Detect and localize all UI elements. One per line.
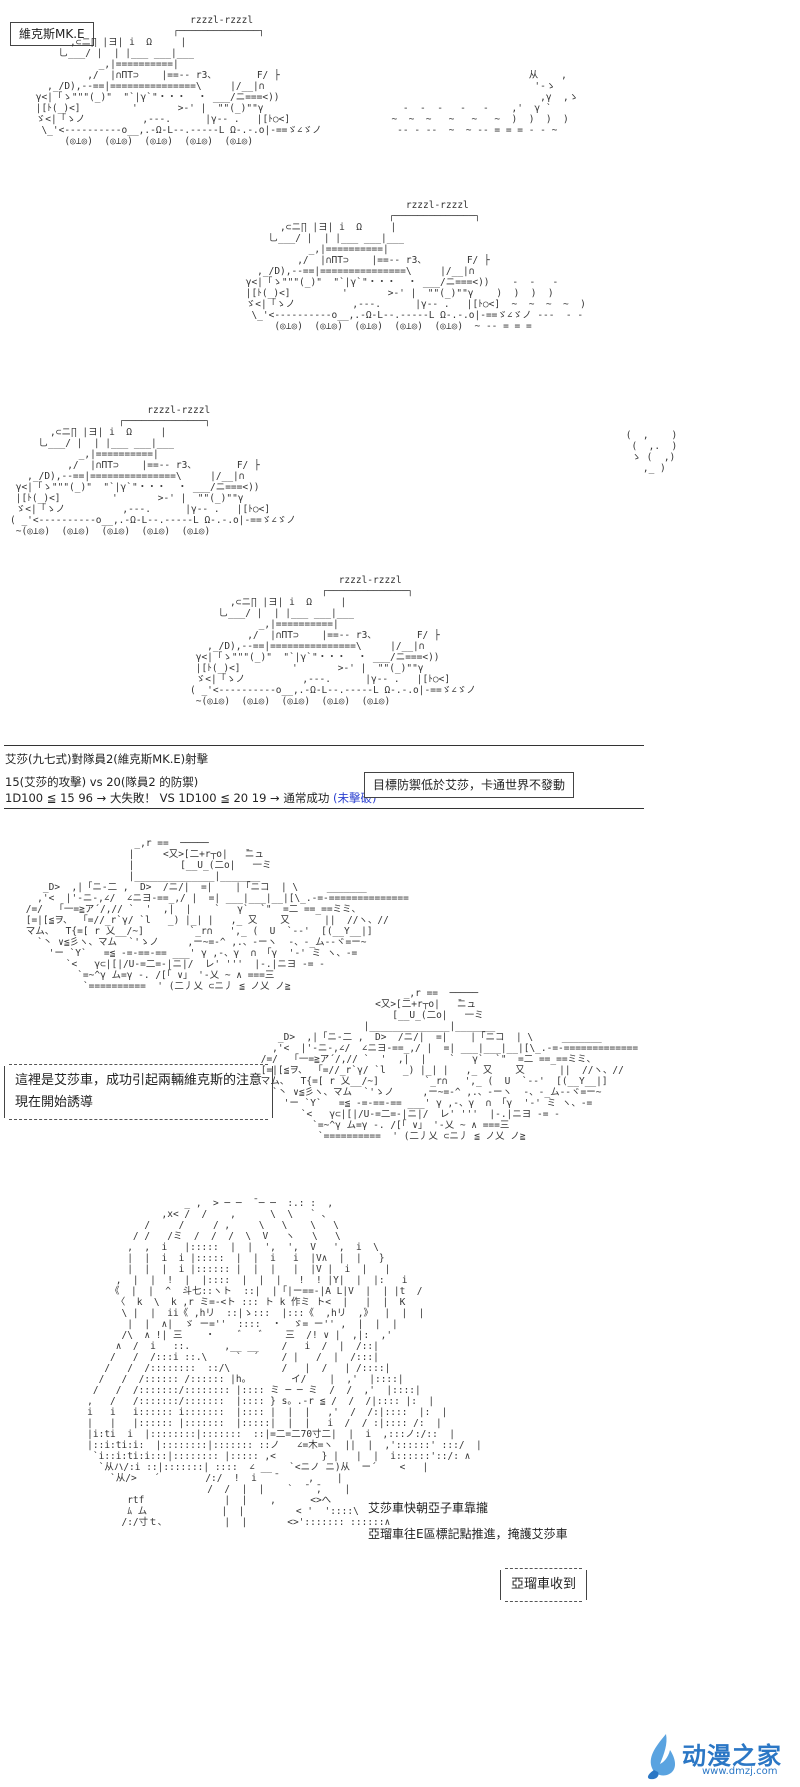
logo-url: www.dmzj.com bbox=[702, 1766, 778, 1777]
tank-label: rzzzl-rzzzl bbox=[190, 15, 254, 26]
speech-bubble-1: 這裡是艾莎車，成功引起兩輛維克斯的注意 現在開始誘導 bbox=[4, 1064, 274, 1120]
speech-line-2: 現在開始誘導 bbox=[15, 1095, 94, 1110]
tank-ascii-art-6: _,r == ───── <又>[二+r┬o| ̄ニュ [__U_(二o| 一ミ… bbox=[260, 988, 639, 1142]
smoke-ascii-art-2: ( , ) ( ,. ) ゝ ( ,) ,_ ) bbox=[625, 430, 678, 474]
logo-text: 动漫之家 bbox=[682, 1742, 782, 1770]
result-line-3: 1D100 ≦ 15 96 → 大失敗！ VS 1D100 ≦ 20 19 → … bbox=[5, 791, 377, 805]
tank-ascii-art-1: rzzzl-rzzzl ┌──────────────┐ ,⊂ニ∏ |ヨ| i … bbox=[35, 15, 322, 147]
tank-ascii-art-2: rzzzl-rzzzl ┌──────────────┐ ,⊂ニ∏ |ヨ| i … bbox=[245, 200, 586, 332]
tank-ascii-art-4: rzzzl-rzzzl ┌──────────────┐ ,⊂ニ∏ |ヨ| i … bbox=[190, 575, 476, 707]
divider-top bbox=[4, 745, 644, 746]
result-line-1: 艾莎(九七式)對隊員2(維克斯MK.E)射擊 bbox=[5, 752, 209, 766]
divider-bottom bbox=[4, 808, 644, 809]
speech-bubble-2: 亞瑠車收到 bbox=[500, 1568, 588, 1602]
tank-ascii-art-5: _,r == ───── | <又>[二+r┬o| ̄ニュ | [__U_(二o… bbox=[25, 838, 409, 992]
character-ascii-art: _ , > ─ ─ ̄ ─ ─ :.: : , ,x< / / , \ \ ` … bbox=[87, 1198, 482, 1528]
site-logo: 动漫之家 www.dmzj.com bbox=[640, 1730, 798, 1784]
note-box: 目標防禦低於艾莎，卡通世界不發動 bbox=[364, 772, 575, 798]
narration-line-1: 艾莎車快朝亞子車靠攏 bbox=[368, 1501, 489, 1515]
narration-line-2: 亞瑠車往E區標記點推進，掩護艾莎車 bbox=[368, 1527, 568, 1541]
name-box: 維克斯MK.E bbox=[10, 22, 94, 46]
narration-block: 艾莎車快朝亞子車靠攏 亞瑠車往E區標記點推進，掩護艾莎車 bbox=[368, 1495, 568, 1547]
brush-logo-icon bbox=[647, 1734, 676, 1780]
smoke-ascii-art-1: 从 , '-ゝ ,γ ,ゝ - - - - - ,' γ ` ~ ~ ~ ~ ~… bbox=[391, 70, 579, 136]
tank-ascii-art-3: rzzzl-rzzzl ┌──────────────┐ ,⊂ニ∏ |ヨ| i … bbox=[10, 405, 296, 537]
speech-line-1: 這裡是艾莎車，成功引起兩輛維克斯的注意 bbox=[15, 1073, 263, 1088]
result-line-2: 15(艾莎的攻擊) vs 20(隊員2 的防禦) bbox=[5, 775, 199, 789]
